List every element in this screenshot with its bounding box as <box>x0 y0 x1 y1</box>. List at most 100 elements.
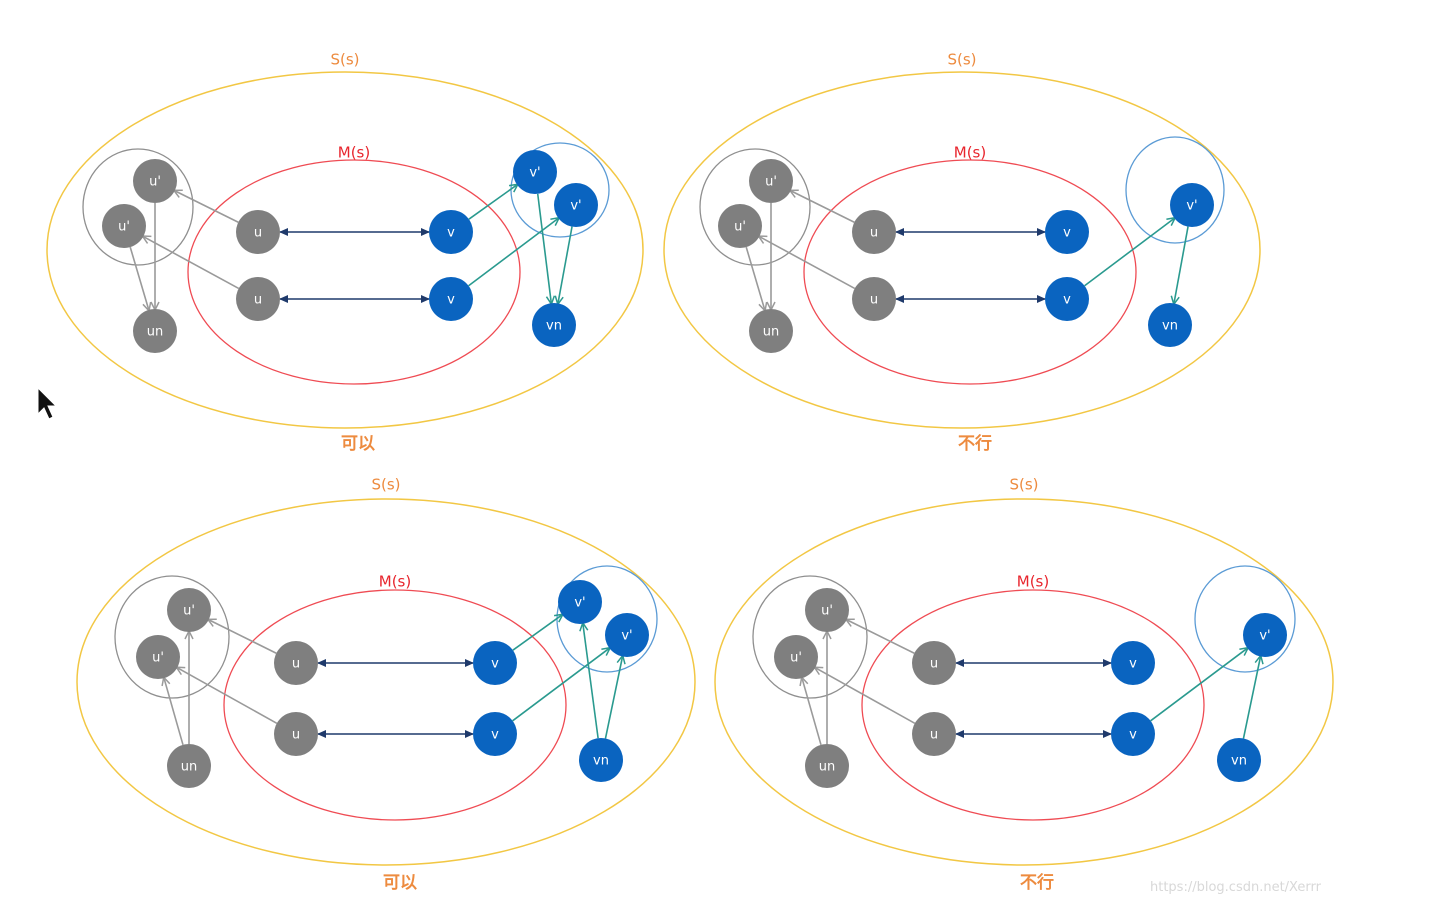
v-prime-node-2-circle <box>1170 183 1214 227</box>
u-node-2: u <box>912 712 956 756</box>
u-node-2: u <box>274 712 318 756</box>
u-node-1-label: u <box>292 657 300 672</box>
v-prime-node-2: v' <box>1243 613 1287 657</box>
u-node-2: u <box>852 277 896 321</box>
v-node-2: v <box>1045 277 1089 321</box>
u-to-uprime-edge-2 <box>815 668 916 724</box>
un-node-label: un <box>763 325 779 340</box>
un-node-circle <box>749 309 793 353</box>
vprime-vn-edge-2 <box>1242 657 1260 739</box>
m-ellipse <box>223 589 567 821</box>
vn-node-label: vn <box>546 319 562 334</box>
vn-node: vn <box>1217 738 1261 782</box>
v-prime-node-1: v' <box>513 150 557 194</box>
v-to-vprime-edge-1 <box>468 185 517 220</box>
v-node-1-circle <box>1111 641 1155 685</box>
m-label: M(s) <box>338 144 370 162</box>
u-to-uprime-edge-1 <box>175 191 239 223</box>
m-ellipse <box>803 159 1137 385</box>
v-node-1-label: v <box>447 226 455 241</box>
vn-node: vn <box>579 738 623 782</box>
s-label: S(s) <box>371 476 400 494</box>
v-node-2: v <box>429 277 473 321</box>
u-prime-group <box>699 148 811 266</box>
u-to-uprime-edge-2 <box>759 237 856 290</box>
v-prime-node-1-circle <box>513 150 557 194</box>
v-node-1: v <box>473 641 517 685</box>
v-node-2: v <box>1111 712 1155 756</box>
u-prime-node-2: u' <box>102 204 146 248</box>
u-prime-node-1-label: u' <box>765 175 777 190</box>
un-node-label: un <box>147 325 163 340</box>
u-node-1: u <box>236 210 280 254</box>
un-node: un <box>167 744 211 788</box>
u-prime-node-1: u' <box>167 588 211 632</box>
u-prime-node-2-label: u' <box>152 651 164 666</box>
u-prime-node-1-label: u' <box>149 175 161 190</box>
u-node-2-label: u <box>254 293 262 308</box>
v-node-2-label: v <box>491 728 499 743</box>
v-prime-node-2-label: v' <box>570 199 581 214</box>
v-prime-group <box>1194 565 1296 673</box>
uprime-un-edge-2 <box>129 246 149 310</box>
u-prime-group <box>82 148 194 266</box>
v-node-1-circle <box>1045 210 1089 254</box>
un-node-circle <box>133 309 177 353</box>
v-node-1: v <box>1111 641 1155 685</box>
u-prime-node-1: u' <box>749 159 793 203</box>
u-prime-node-2-label: u' <box>790 651 802 666</box>
u-prime-node-1: u' <box>133 159 177 203</box>
un-node-circle <box>805 744 849 788</box>
u-node-2-circle <box>236 277 280 321</box>
vn-node-circle <box>579 738 623 782</box>
u-node-1-label: u <box>254 226 262 241</box>
v-node-2-circle <box>1111 712 1155 756</box>
v-prime-node-2-circle <box>1243 613 1287 657</box>
un-node-label: un <box>819 760 835 775</box>
v-prime-group <box>1125 136 1225 244</box>
panel-caption: 可以 <box>341 434 375 454</box>
s-label: S(s) <box>1009 476 1038 494</box>
s-ellipse <box>46 71 644 429</box>
u-node-1-circle <box>274 641 318 685</box>
v-node-2-circle <box>473 712 517 756</box>
u-prime-node-2: u' <box>136 635 180 679</box>
u-to-uprime-edge-1 <box>791 191 855 223</box>
u-prime-node-1: u' <box>805 588 849 632</box>
un-node-circle <box>167 744 211 788</box>
panel-caption: 可以 <box>383 873 417 893</box>
v-node-1-label: v <box>1063 226 1071 241</box>
vprime-vn-edge-1 <box>583 624 599 739</box>
v-node-2-circle <box>429 277 473 321</box>
u-node-1-circle <box>852 210 896 254</box>
u-node-2: u <box>236 277 280 321</box>
v-node-2-label: v <box>1063 293 1071 308</box>
un-node: un <box>133 309 177 353</box>
u-node-1: u <box>274 641 318 685</box>
u-prime-group <box>114 575 230 699</box>
u-prime-node-1-label: u' <box>183 604 195 619</box>
v-node-1: v <box>1045 210 1089 254</box>
v-prime-node-1-circle <box>558 580 602 624</box>
v-node-1-label: v <box>491 657 499 672</box>
s-ellipse <box>663 71 1261 429</box>
m-label: M(s) <box>379 573 411 591</box>
u-prime-group <box>752 575 868 699</box>
u-prime-node-1-circle <box>805 588 849 632</box>
panel-caption: 不行 <box>958 433 992 454</box>
v-node-2-label: v <box>447 293 455 308</box>
u-node-2-circle <box>852 277 896 321</box>
un-node-label: un <box>181 760 197 775</box>
u-node-1-label: u <box>930 657 938 672</box>
vn-node-circle <box>1217 738 1261 782</box>
v-node-2: v <box>473 712 517 756</box>
vn-node-circle <box>1148 303 1192 347</box>
v-to-vprime-edge-2 <box>468 218 559 287</box>
u-prime-node-2-circle <box>774 635 818 679</box>
v-prime-node-2-circle <box>605 613 649 657</box>
u-prime-node-2-label: u' <box>734 220 746 235</box>
u-prime-node-1-circle <box>167 588 211 632</box>
v-prime-node-2-circle <box>554 183 598 227</box>
panel-caption: 不行 <box>1020 872 1054 893</box>
v-prime-node-2: v' <box>605 613 649 657</box>
